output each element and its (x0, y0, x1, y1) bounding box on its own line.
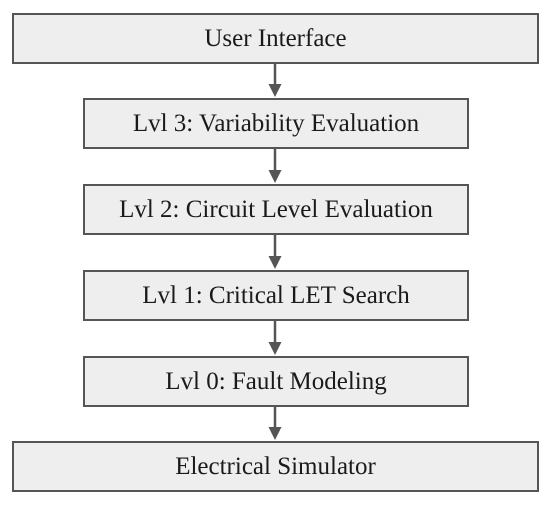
node-lvl3-variability-evaluation: Lvl 3: Variability Evaluation (83, 98, 469, 149)
node-label: Lvl 3: Variability Evaluation (132, 109, 420, 137)
arrow-head (268, 170, 282, 183)
node-label: Lvl 2: Circuit Level Evaluation (119, 195, 433, 223)
node-label: Lvl 0: Fault Modeling (165, 367, 387, 395)
node-lvl1-critical-let-search: Lvl 1: Critical LET Search (83, 270, 469, 321)
arrow-head (268, 342, 282, 355)
node-label: Electrical Simulator (175, 452, 376, 480)
node-user-interface: User Interface (12, 13, 539, 64)
arrow-head (268, 256, 282, 269)
arrow-head (268, 84, 282, 97)
node-label: Lvl 1: Critical LET Search (142, 281, 410, 309)
arrow-head (268, 427, 282, 440)
node-electrical-simulator: Electrical Simulator (12, 441, 539, 492)
node-lvl2-circuit-level-evaluation: Lvl 2: Circuit Level Evaluation (83, 184, 469, 235)
node-label: User Interface (204, 24, 347, 52)
node-lvl0-fault-modeling: Lvl 0: Fault Modeling (83, 356, 469, 407)
